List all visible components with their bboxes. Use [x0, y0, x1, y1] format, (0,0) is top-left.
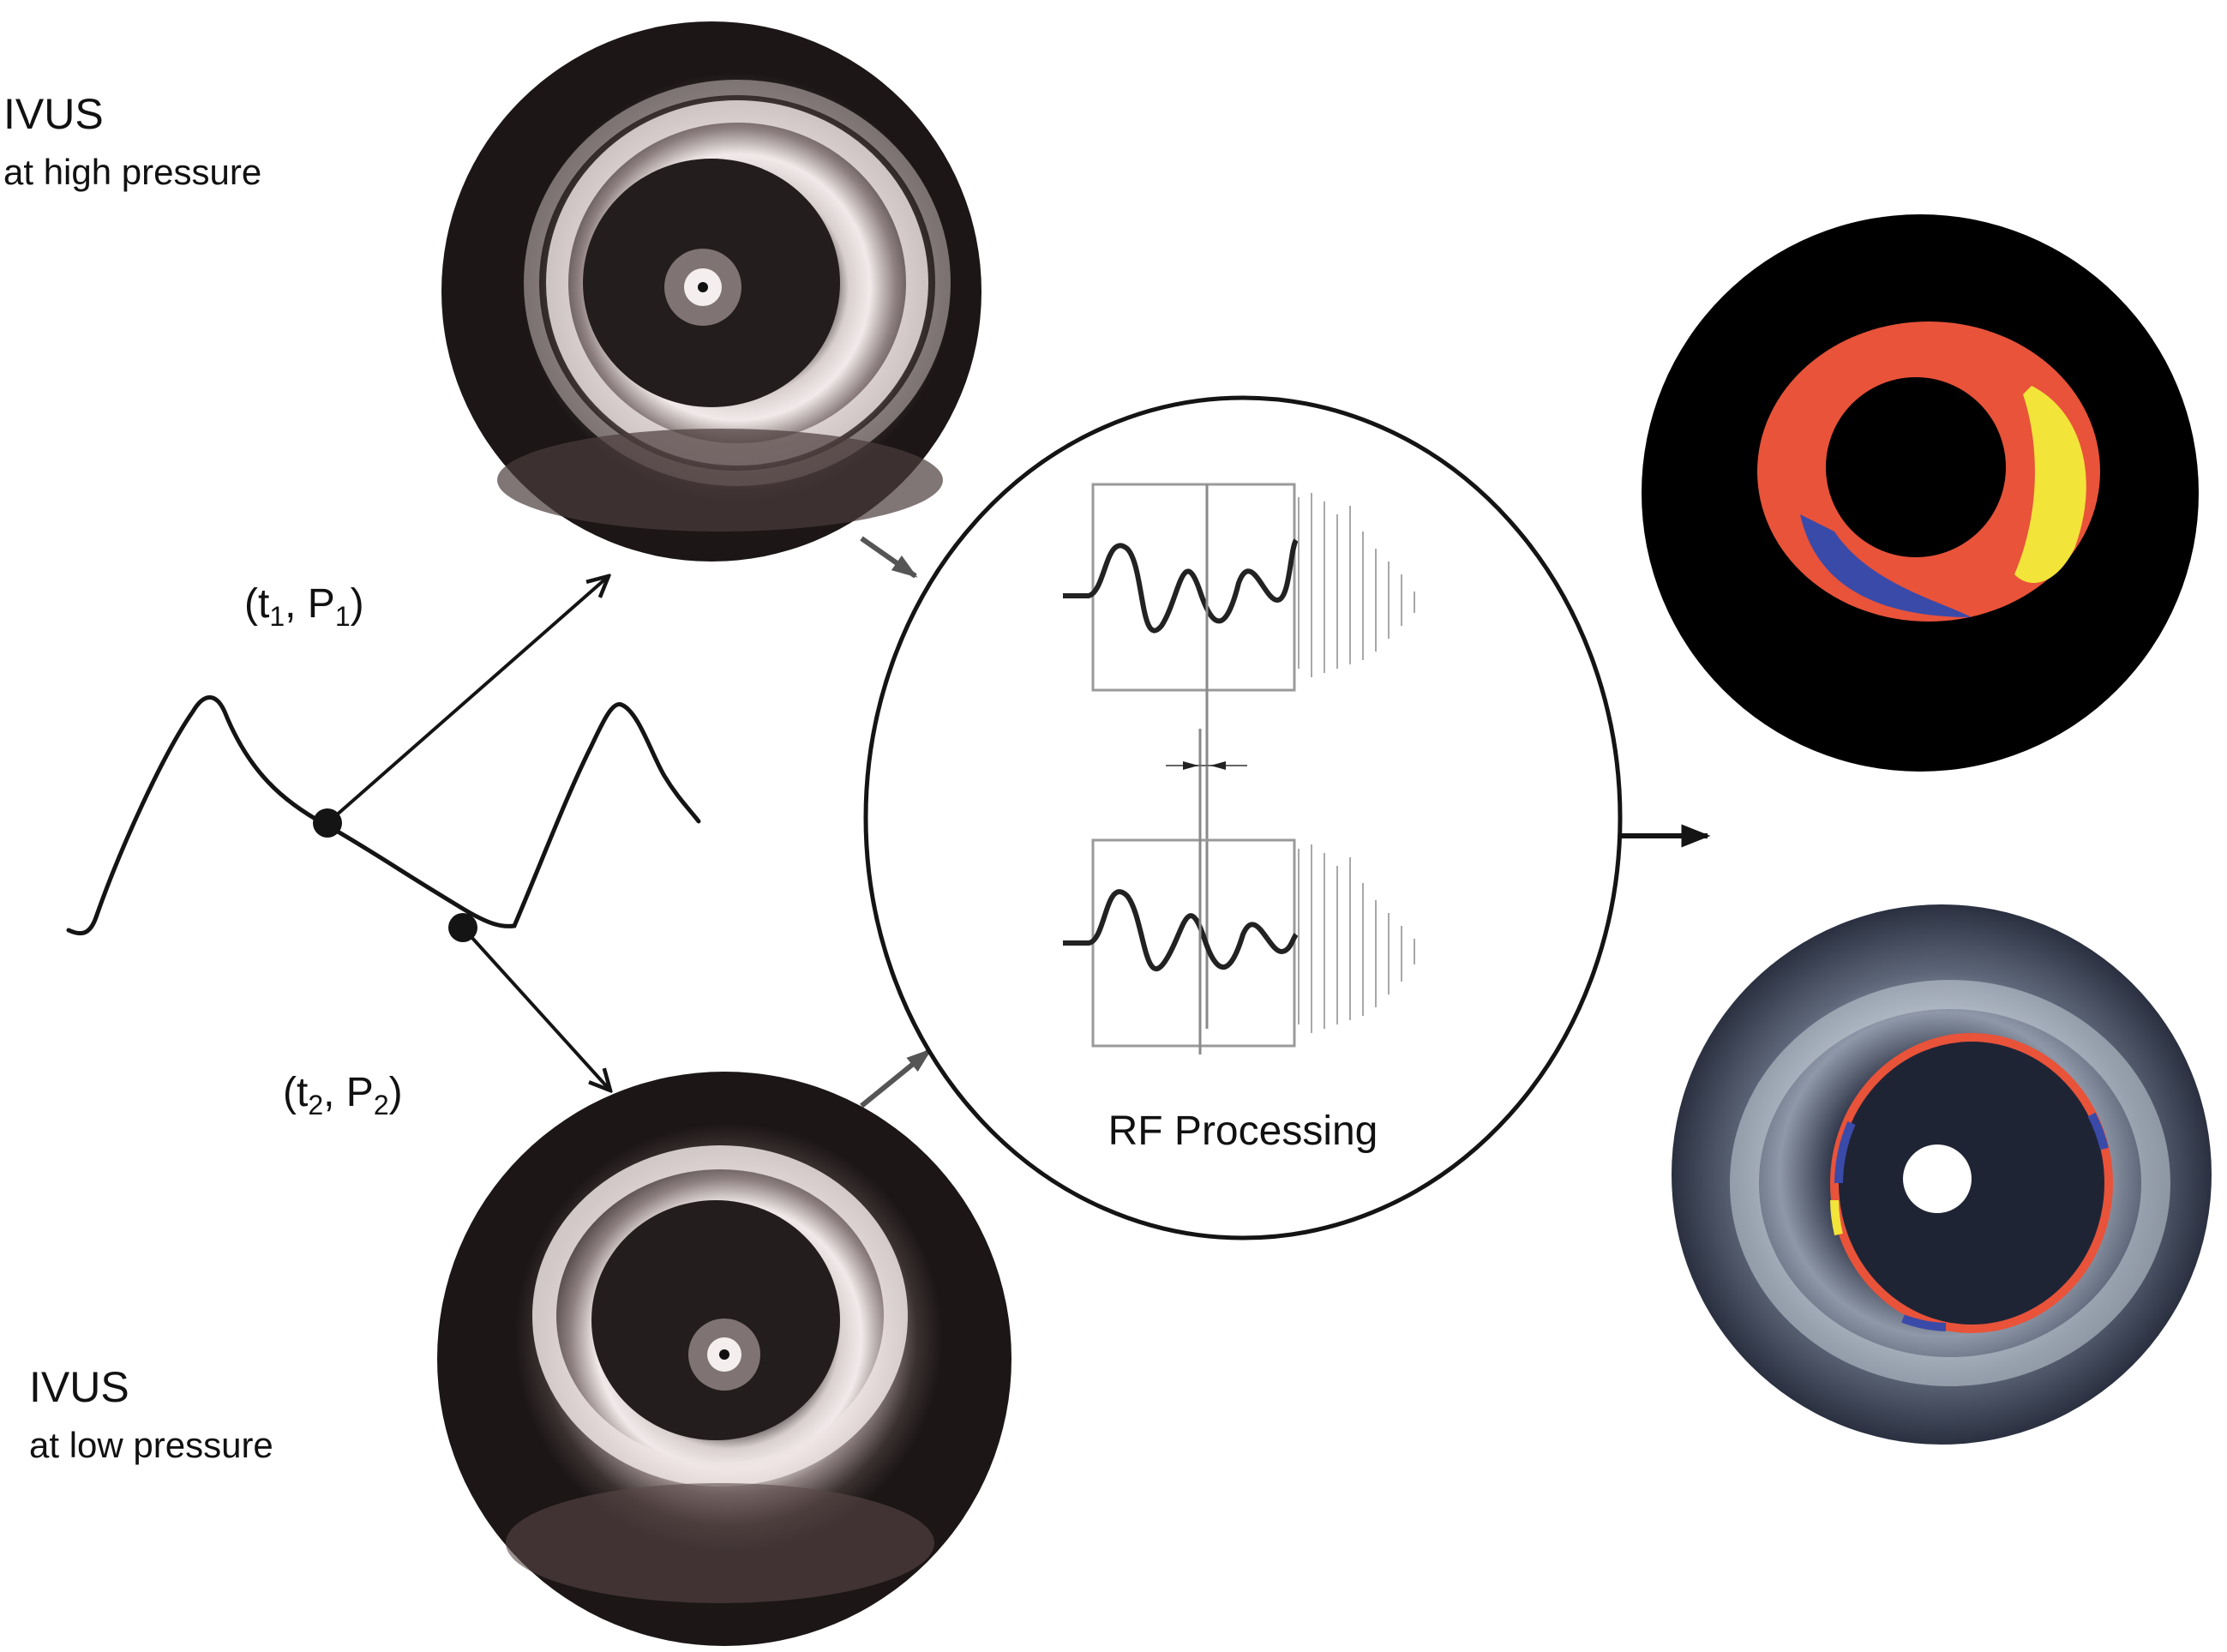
arrow-to-low-pressure: [461, 926, 610, 1090]
svg-text:(t1, P1): (t1, P1): [244, 581, 364, 632]
rf-processing-label: RF Processing: [1108, 1108, 1378, 1154]
rf-processing-panel: RF Processing: [863, 395, 1623, 1241]
arrow-high-to-rf: [860, 536, 918, 579]
rf-signal-lower: [1063, 889, 1299, 971]
low-pressure-title: IVUS: [29, 1363, 129, 1411]
rf-signal-upper: [1063, 538, 1299, 634]
label-t2-p2: (t2, P2): [283, 1070, 403, 1120]
pressure-waveform: [66, 695, 701, 936]
arrow-to-high-pressure: [326, 576, 609, 825]
arrow-low-to-rf: [860, 1048, 933, 1108]
low-pressure-subtitle: at low pressure: [29, 1425, 273, 1465]
label-t1-p1: (t1, P1): [244, 581, 364, 632]
palpogram-image: [1672, 904, 2212, 1445]
ivus-low-pressure-image: [437, 1072, 1011, 1646]
svg-text:(t2, P2): (t2, P2): [283, 1070, 403, 1120]
high-pressure-subtitle: at high pressure: [3, 152, 261, 192]
ivus-high-pressure-image: [441, 21, 981, 562]
high-pressure-title: IVUS: [3, 90, 104, 138]
elastogram-image: [1642, 214, 2199, 772]
